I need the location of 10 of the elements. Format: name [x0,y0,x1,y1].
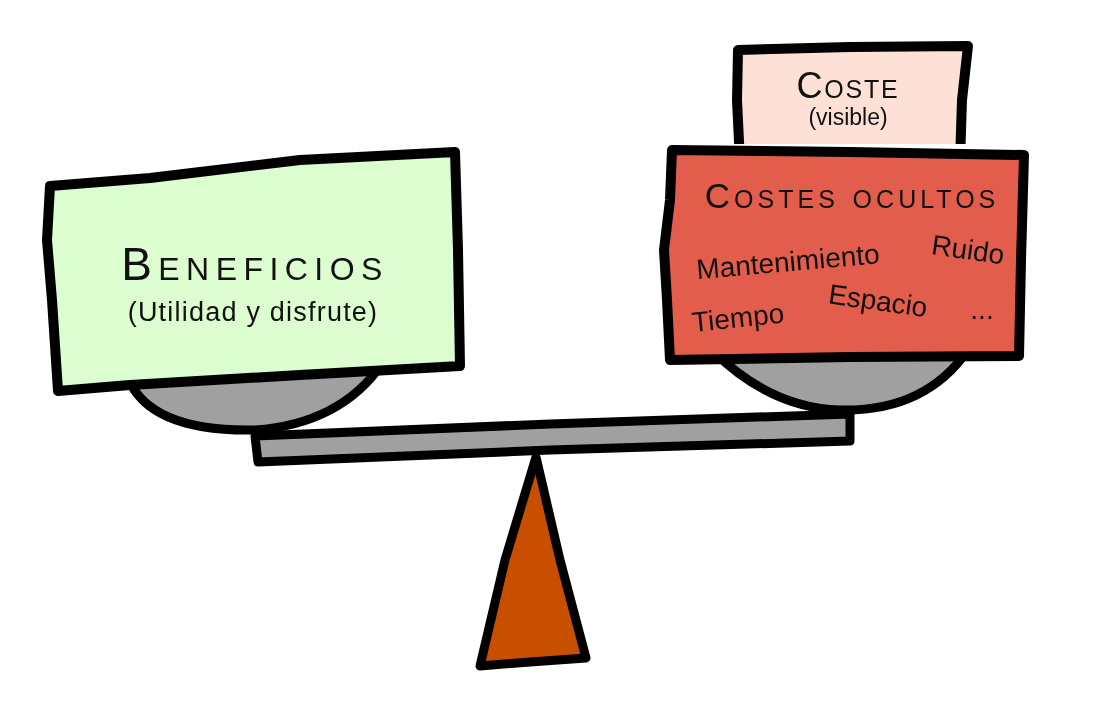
benefits-panel [40,144,468,398]
cost-item: Tiempo [690,298,786,338]
panel-heading: Beneficios [121,239,389,289]
hidden-costs-panel [658,145,1032,366]
panel-heading: Costes ocultos [704,177,1000,215]
panel-heading: Coste [796,67,900,105]
cost-item: Ruido [929,230,1007,270]
panel-subtitle: (Utilidad y disfrute) [127,297,379,327]
panel-subtitle: (visible) [808,104,888,130]
cost-item: ... [970,295,994,325]
